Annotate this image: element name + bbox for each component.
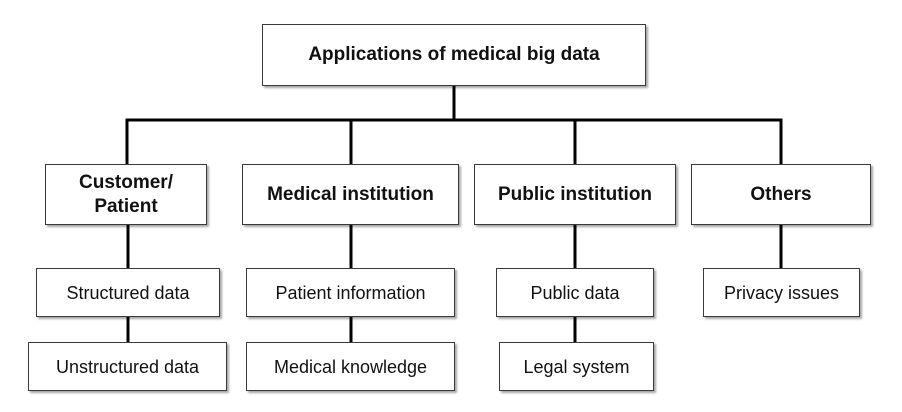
category-medical-institution: Medical institution [242,164,459,225]
item-structured-data: Structured data [36,268,220,317]
item-patient-information: Patient information [246,268,455,317]
category-customer-patient: Customer/ Patient [45,164,207,225]
category-public-institution: Public institution [474,164,676,225]
item-medical-knowledge: Medical knowledge [246,342,455,391]
item-public-data: Public data [496,268,654,317]
item-unstructured-data: Unstructured data [28,342,227,391]
item-privacy-issues: Privacy issues [703,268,860,317]
root-node: Applications of medical big data [262,24,646,86]
category-others: Others [691,164,871,225]
item-legal-system: Legal system [499,342,654,391]
